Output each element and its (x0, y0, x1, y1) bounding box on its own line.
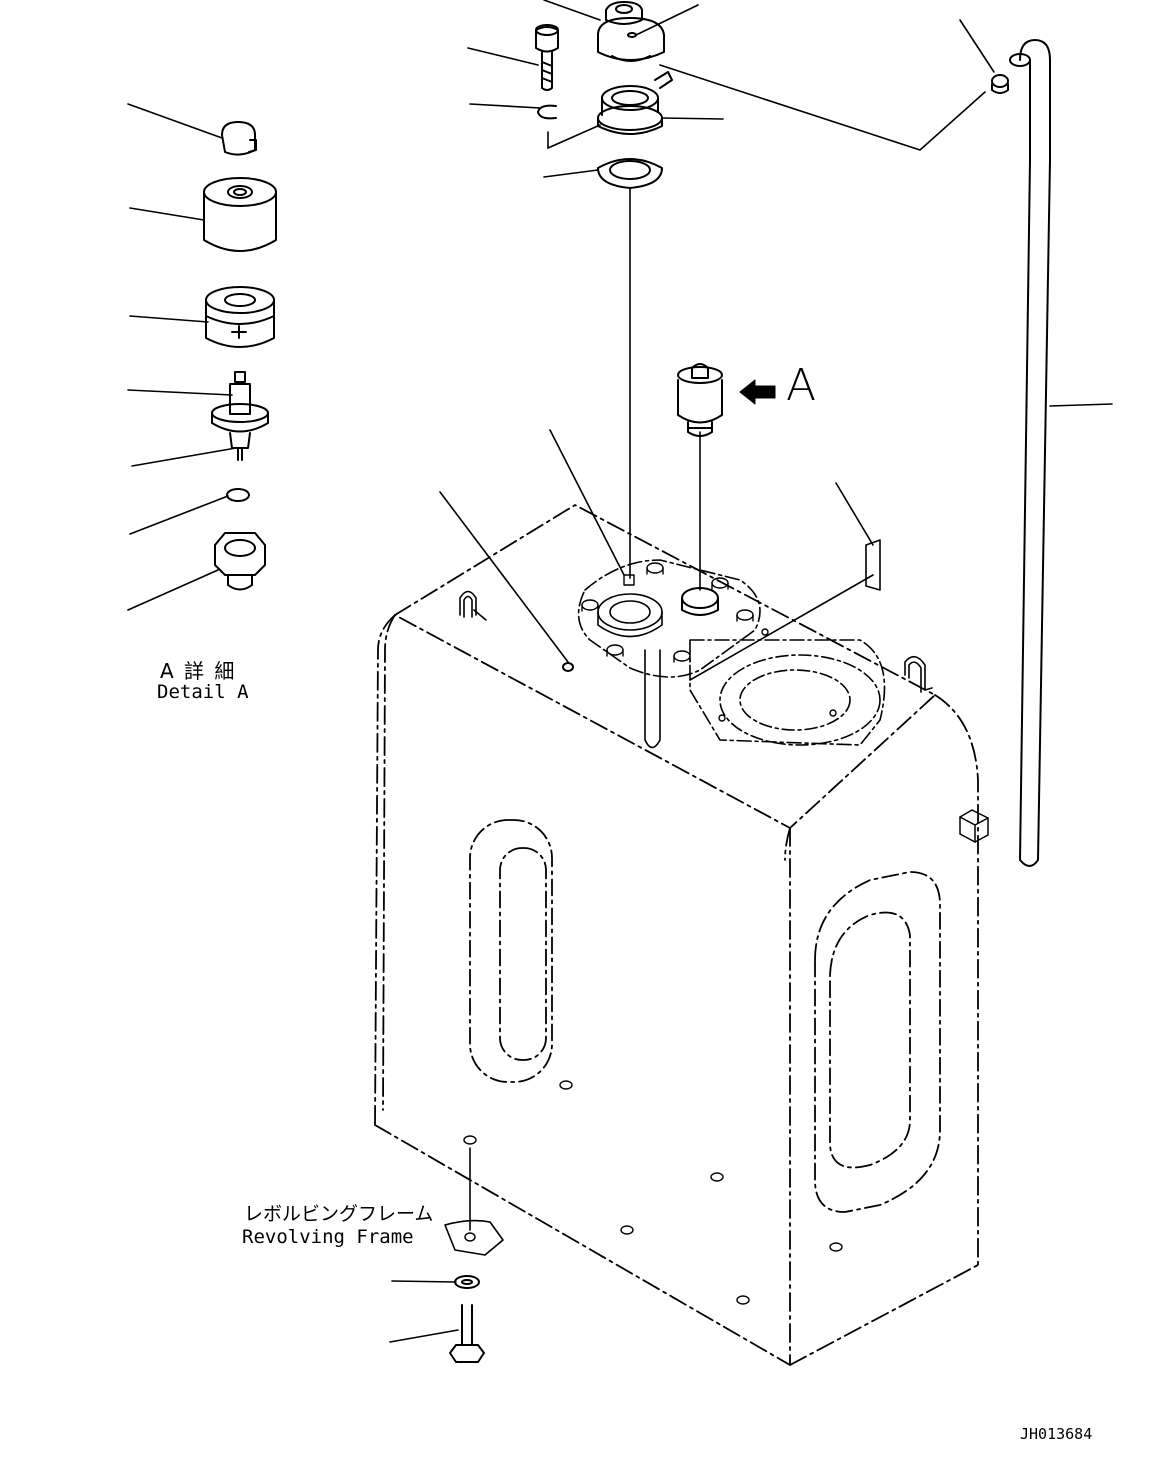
drawing-number: JH013684 (1020, 1425, 1093, 1443)
detail-a-parts (203, 121, 277, 591)
tank-top-plate (577, 559, 886, 746)
side-inspection-window (814, 871, 941, 1213)
breather-port (681, 587, 719, 616)
revolving-frame-label-en: Revolving Frame (242, 1226, 414, 1248)
filler-tube (644, 649, 661, 749)
filler-cap-assembly (535, 1, 673, 189)
lifting-eye-left (459, 590, 487, 621)
front-inspection-window (469, 819, 553, 1083)
top-hole (562, 662, 574, 672)
filler-port (597, 593, 663, 638)
label-plate (865, 539, 881, 591)
access-cover (719, 654, 881, 746)
leader-lines (127, 0, 1113, 1343)
mount-bolt (449, 1275, 485, 1363)
mount-holes (463, 1080, 843, 1305)
revolving-frame-label-jp: レボルビングフレーム (244, 1203, 434, 1225)
detail-a-title-en: Detail A (157, 681, 249, 703)
lifting-eye-right (904, 655, 933, 693)
plug-square (623, 574, 635, 586)
hydraulic-tank (374, 504, 979, 1366)
side-sensor (959, 809, 989, 843)
arrow-a-icon (739, 379, 776, 405)
top-bolts (581, 562, 837, 722)
frame-tab (444, 1219, 504, 1256)
callout-a-label: A (786, 360, 817, 411)
detail-a-title-jp: A 詳 細 (160, 659, 237, 683)
breather-hose (991, 39, 1051, 867)
breather-element-a (677, 363, 723, 437)
